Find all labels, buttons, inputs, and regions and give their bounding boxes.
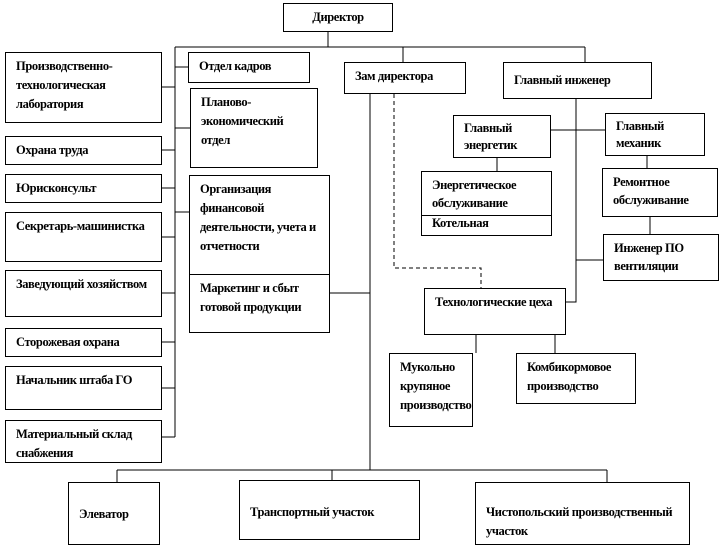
elevator-box: Элеватор bbox=[68, 482, 160, 545]
deputy-box: Зам директора bbox=[344, 62, 466, 94]
divider bbox=[422, 215, 551, 216]
tech-shops-box: Технологические цеха bbox=[424, 288, 566, 335]
unit-finance: Организация финансовой деятельности, уче… bbox=[200, 182, 316, 253]
unit-warehouse: Материальный склад снабжения bbox=[5, 420, 162, 463]
unit-civil-defense: Начальник штаба ГО bbox=[5, 366, 162, 410]
energy-service: Энергетическое обслуживание bbox=[432, 178, 517, 210]
chistopol-box: Чистопольский производственный участок bbox=[475, 482, 690, 545]
unit-labor-safety: Охрана труда bbox=[5, 136, 162, 165]
unit-finance-marketing: Организация финансовой деятельности, уче… bbox=[189, 175, 330, 333]
unit-marketing: Маркетинг и сбыт готовой продукции bbox=[200, 281, 302, 314]
unit-legal: Юрисконсульт bbox=[5, 174, 162, 203]
energy-box: Энергетическое обслуживание Котельная bbox=[421, 171, 552, 236]
transport-box: Транспортный участок bbox=[239, 480, 420, 540]
chief-mech-box: Главный механик bbox=[605, 113, 705, 156]
divider bbox=[190, 274, 329, 275]
unit-security: Сторожевая охрана bbox=[5, 328, 162, 357]
chief-engineer-box: Главный инженер bbox=[503, 62, 652, 99]
repair-box: Ремонтное обслуживание bbox=[602, 168, 718, 217]
unit-hr: Отдел кадров bbox=[188, 52, 310, 83]
ventilation-box: Инженер ПО вентиляции bbox=[603, 234, 719, 281]
unit-planning: Планово-экономический отдел bbox=[190, 88, 318, 168]
unit-lab: Производственно-технологическая лаборато… bbox=[5, 52, 162, 123]
feed-box: Комбикормовое производство bbox=[516, 353, 636, 404]
unit-secretary: Секретарь-машинистка bbox=[5, 212, 162, 262]
director-box: Директор bbox=[283, 3, 393, 32]
mill-box: Мукольно крупяное производство bbox=[389, 353, 473, 427]
unit-housekeeping: Заведующий хозяйством bbox=[5, 270, 162, 317]
chief-power-box: Главный энергетик bbox=[453, 115, 551, 158]
boiler: Котельная bbox=[432, 216, 489, 230]
